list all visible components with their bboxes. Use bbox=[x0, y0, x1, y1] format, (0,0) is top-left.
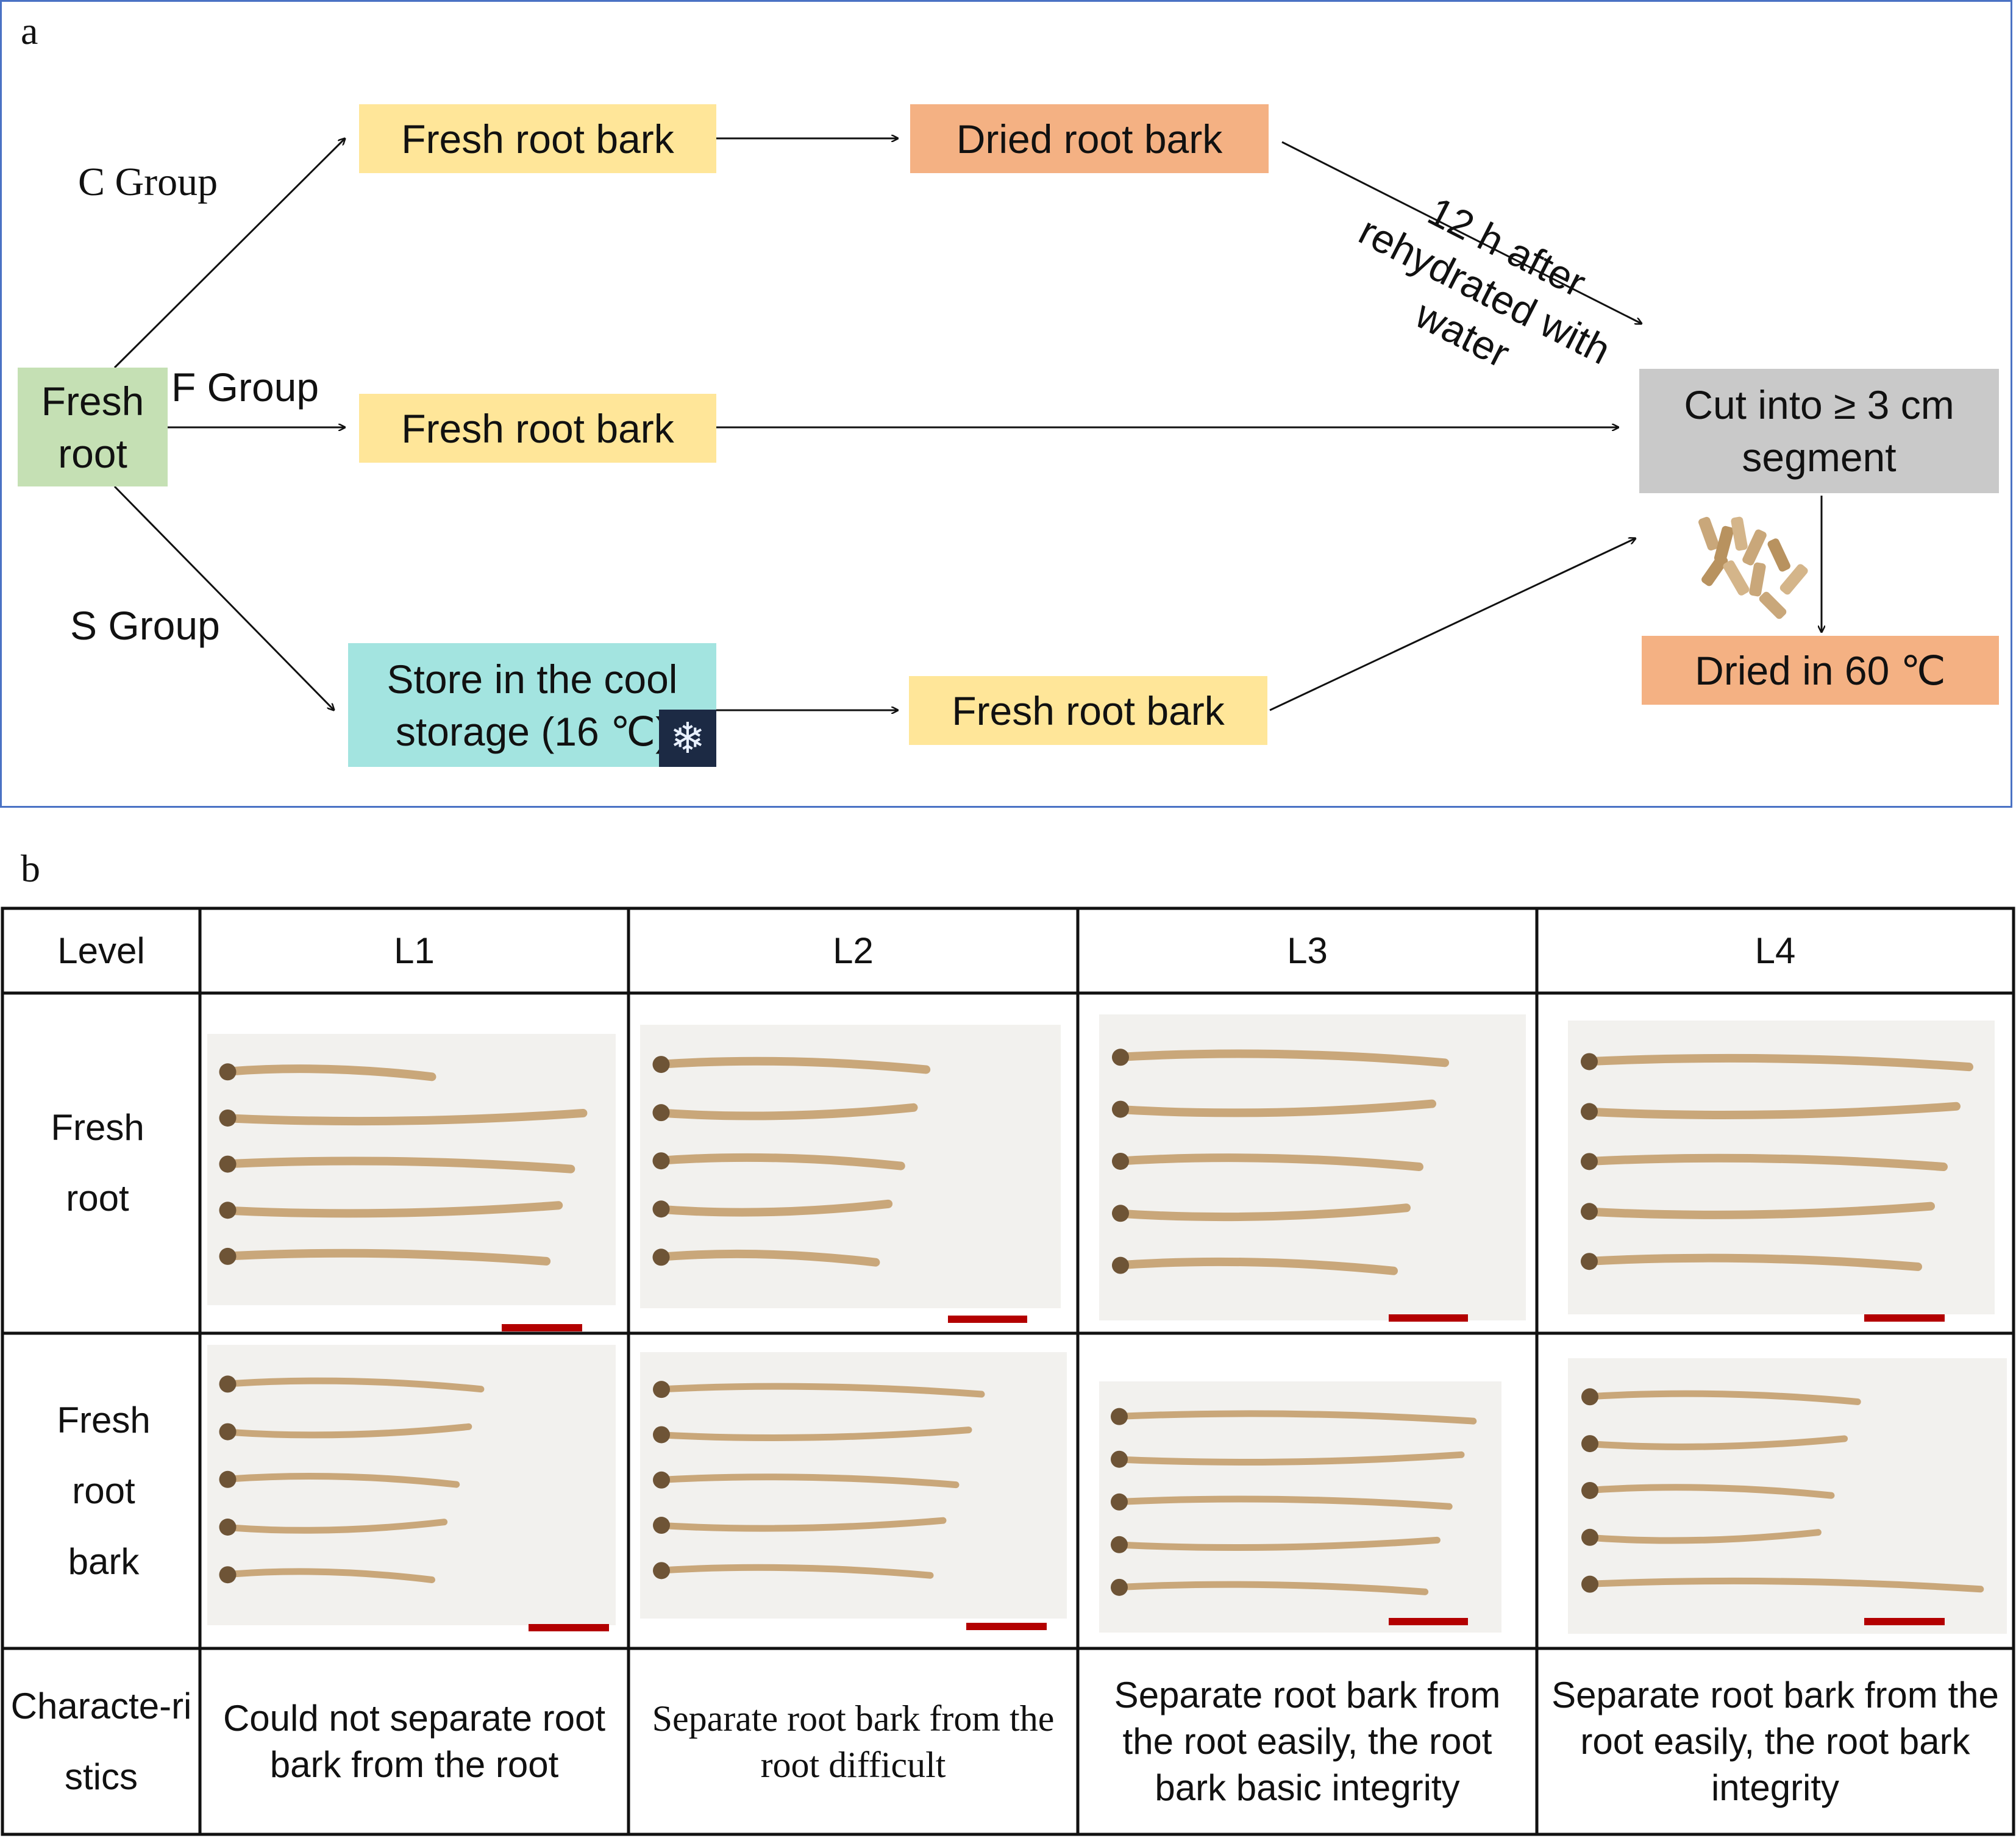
header-l2: L2 bbox=[833, 930, 874, 971]
characteristics-l2: Separate root bark from the root difficu… bbox=[652, 1698, 1055, 1785]
row-label-fresh-root: Fresh root bbox=[51, 1107, 144, 1219]
photo-fresh-root-bark-l3 bbox=[1099, 1381, 1501, 1633]
scale-bar-fresh-root-l3 bbox=[1389, 1314, 1468, 1322]
table-grid bbox=[1, 907, 2015, 1836]
scale-bar-fresh-root-l2 bbox=[948, 1316, 1027, 1323]
dried-60-box: Dried in 60 ℃ bbox=[1642, 636, 1999, 705]
scale-bar-fresh-root-bark-l1 bbox=[529, 1624, 609, 1631]
scale-bar-fresh-root-bark-l3 bbox=[1389, 1618, 1468, 1625]
f-fresh-root-bark-box: Fresh root bark bbox=[359, 394, 716, 463]
header-l4: L4 bbox=[1754, 930, 1796, 971]
fresh-root-box: Fresh root bbox=[18, 368, 168, 486]
segments-pile-icon bbox=[1698, 516, 1808, 619]
characteristics-l3: Separate root bark from the root easily,… bbox=[1114, 1674, 1501, 1808]
panel-a-flowchart: C Group F Group S Group Fresh root Fresh… bbox=[0, 0, 2012, 808]
photo-fresh-root-bark-l4 bbox=[1568, 1358, 2007, 1634]
photo-fresh-root-l4 bbox=[1568, 1021, 1995, 1314]
header-l3: L3 bbox=[1287, 930, 1328, 971]
snowflake-icon: ❄ bbox=[659, 710, 716, 767]
c-fresh-root-bark-box: Fresh root bark bbox=[359, 104, 716, 173]
scale-bar-fresh-root-bark-l2 bbox=[966, 1623, 1047, 1630]
cut-segment-box: Cut into ≥ 3 cm segment bbox=[1639, 369, 1999, 493]
scale-bar-fresh-root-l4 bbox=[1864, 1314, 1945, 1322]
cool-storage-box: Store in the cool storage (16 ℃) ❄ bbox=[348, 643, 716, 767]
cool-storage-label: Store in the cool storage (16 ℃) bbox=[386, 656, 678, 754]
panel-b-table: Level L1 L2 L3 L4 Fresh root Fresh root … bbox=[0, 906, 2016, 1838]
photo-fresh-root-l3 bbox=[1099, 1014, 1526, 1320]
scale-bar-fresh-root-bark-l4 bbox=[1864, 1618, 1945, 1625]
photo-fresh-root-l2 bbox=[640, 1025, 1061, 1308]
panel-a-letter: a bbox=[21, 9, 38, 52]
f-group-label: F Group bbox=[171, 365, 319, 410]
row-label-fresh-root-bark: Fresh root bark bbox=[57, 1399, 151, 1582]
header-l1: L1 bbox=[394, 930, 435, 971]
arrow-fresh-root-to-c bbox=[113, 138, 345, 369]
dried-root-bark-box: Dried root bark bbox=[910, 104, 1269, 173]
flow-arrows bbox=[113, 2, 2014, 810]
header-level: Level bbox=[57, 930, 145, 971]
row-label-characteristics: Characte-ristics bbox=[10, 1685, 192, 1797]
panel-b-letter: b bbox=[21, 847, 40, 890]
arrow-fresh-root-to-s bbox=[113, 485, 334, 710]
s-group-label: S Group bbox=[70, 603, 220, 648]
photo-fresh-root-bark-l2 bbox=[640, 1352, 1067, 1619]
s-fresh-root-bark-box: Fresh root bark bbox=[909, 676, 1267, 745]
photo-fresh-root-l1 bbox=[207, 1034, 616, 1305]
arrow-s-bark-to-cut bbox=[1269, 538, 1636, 711]
photo-fresh-root-bark-l1 bbox=[207, 1345, 616, 1625]
characteristics-l1: Could not separate root bark from the ro… bbox=[223, 1697, 606, 1785]
characteristics-l4: Separate root bark from the root easily,… bbox=[1551, 1674, 1999, 1808]
c-group-label: C Group bbox=[78, 160, 218, 204]
arrow-dried-to-cut bbox=[1281, 141, 1642, 324]
scale-bar-fresh-root-l1 bbox=[502, 1324, 582, 1331]
